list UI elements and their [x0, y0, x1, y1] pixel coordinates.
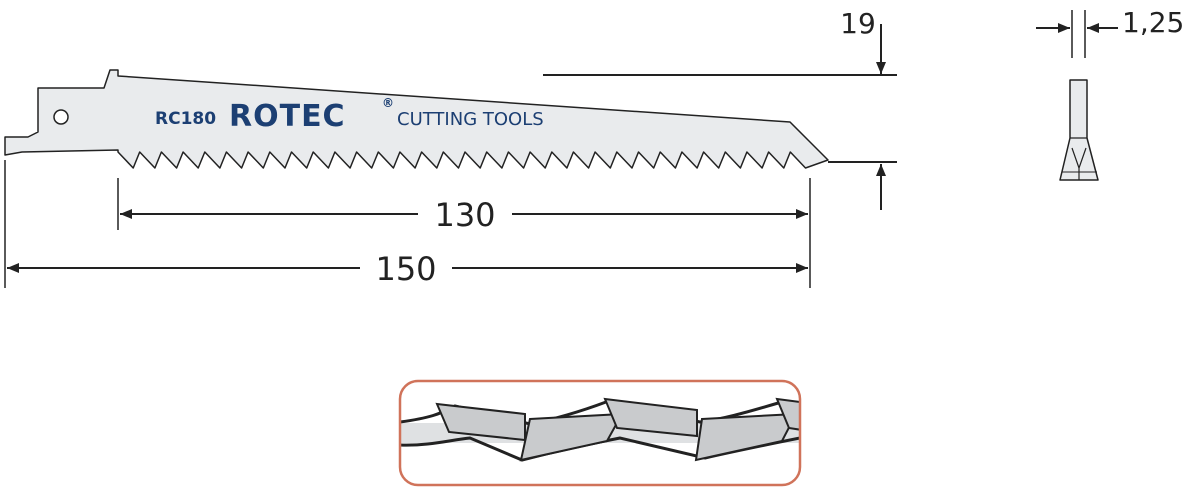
- height-dimension: 19: [543, 7, 897, 210]
- saw-blade: RC180 ROTEC ® CUTTING TOOLS: [4, 69, 829, 169]
- tooth-detail-frame: [398, 379, 802, 487]
- brand-tagline: CUTTING TOOLS: [397, 109, 544, 130]
- mounting-hole: [53, 109, 69, 125]
- tooth-set-illustration: [400, 397, 800, 462]
- registered-mark: ®: [382, 96, 394, 110]
- height-label: 19: [840, 7, 876, 40]
- thickness-dimension: 1,25: [1036, 6, 1184, 58]
- blade-body: [4, 69, 829, 169]
- model-label: RC180: [155, 109, 216, 129]
- blade-cross-section: [1059, 79, 1099, 181]
- brand-logo: ROTEC: [229, 99, 346, 134]
- total-length-label: 150: [375, 250, 436, 288]
- thickness-label: 1,25: [1122, 6, 1184, 39]
- tooth-set-detail: [398, 379, 802, 487]
- cutting-length-label: 130: [434, 196, 495, 234]
- length-dimensions: 130 150: [4, 160, 811, 288]
